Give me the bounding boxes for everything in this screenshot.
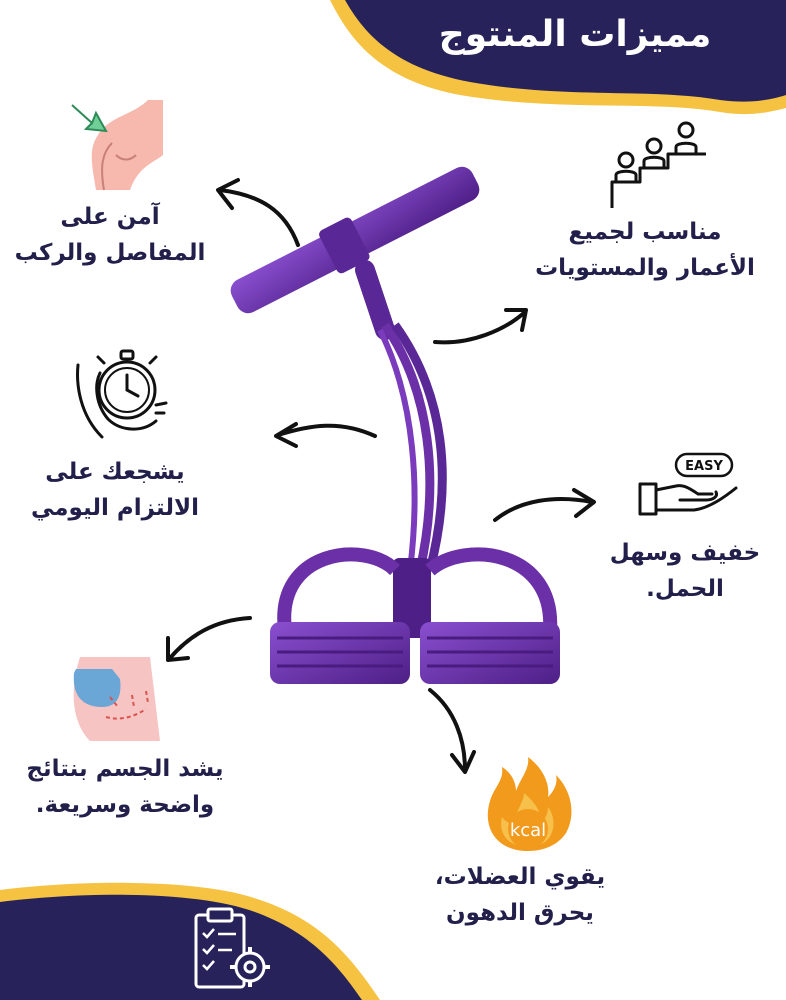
kcal-flame-icon: kcal bbox=[487, 757, 572, 851]
feature-body-toning: يشد الجسم بنتائج واضحة وسريعة. bbox=[0, 752, 250, 823]
header-blob bbox=[330, 0, 786, 115]
feature-line: يحرق الدهون bbox=[446, 899, 594, 926]
feature-line: خفيف وسهل bbox=[609, 540, 761, 566]
arrow-top-left bbox=[218, 188, 300, 247]
people-levels-icon bbox=[610, 121, 706, 208]
arrow-middle-right bbox=[493, 497, 594, 522]
toned-body-icon bbox=[73, 657, 160, 741]
pedal-exerciser-image bbox=[230, 166, 560, 684]
easy-badge-label: EASY bbox=[685, 459, 723, 474]
feature-line: الالتزام اليومي bbox=[31, 494, 199, 521]
arrow-bottom bbox=[428, 688, 467, 772]
clipboard-gear-icon bbox=[194, 907, 270, 989]
feature-line: يشجعك على bbox=[45, 459, 185, 485]
footer-blob bbox=[0, 882, 380, 1000]
arrow-top-right bbox=[433, 310, 527, 345]
arrow-lower-left bbox=[168, 616, 252, 660]
stopwatch-hand-icon bbox=[76, 349, 168, 439]
feature-line: واضحة وسريعة. bbox=[35, 791, 215, 818]
feature-light-portable: خفيف وسهل الحمل. bbox=[590, 536, 780, 607]
easy-hand-icon: EASY bbox=[638, 452, 738, 516]
feature-burn-fat: يقوي العضلات، يحرق الدهون bbox=[405, 860, 635, 931]
arrow-middle-left bbox=[276, 423, 377, 438]
feature-all-ages: مناسب لجميع الأعمار والمستويات bbox=[510, 215, 780, 286]
kcal-label: kcal bbox=[510, 820, 546, 841]
feature-line: الأعمار والمستويات bbox=[535, 254, 755, 281]
knee-joint-icon bbox=[71, 100, 163, 191]
page-title: مميزات المنتوج bbox=[438, 14, 712, 55]
feature-line: مناسب لجميع bbox=[568, 219, 722, 245]
feature-line: يشد الجسم بنتائج bbox=[26, 756, 224, 782]
feature-line: يقوي العضلات، bbox=[434, 864, 606, 890]
feature-line: آمن على bbox=[60, 204, 160, 230]
feature-line: الحمل. bbox=[646, 575, 724, 602]
feature-safe-joints: آمن على المفاصل والركب bbox=[0, 200, 220, 271]
feature-line: المفاصل والركب bbox=[14, 239, 206, 266]
feature-daily-commitment: يشجعك على الالتزام اليومي bbox=[0, 455, 230, 526]
